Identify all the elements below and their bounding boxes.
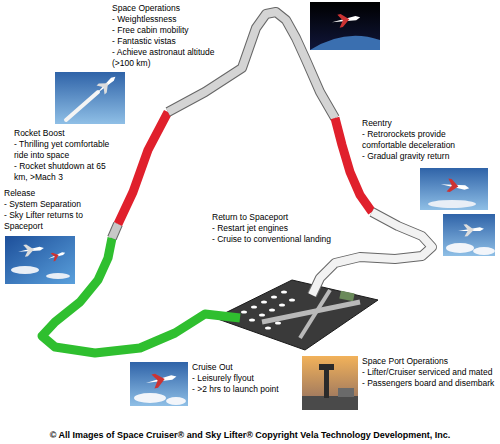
bullet-note: - Restart jet engines xyxy=(212,223,352,234)
sky-lifter xyxy=(17,242,44,258)
ground-strip xyxy=(302,396,358,410)
spacecraft xyxy=(440,178,470,195)
picture-ground xyxy=(310,2,380,50)
parking-spot xyxy=(251,305,257,308)
wing xyxy=(97,79,112,95)
picture-ground xyxy=(55,72,125,124)
spaceport-picture xyxy=(302,356,358,410)
cloud xyxy=(166,397,186,405)
return-path xyxy=(312,212,432,295)
section-heading: Reentry xyxy=(362,118,492,129)
cloud xyxy=(46,273,70,279)
terminal-building xyxy=(338,388,354,397)
spacecraft xyxy=(331,11,361,29)
release-path xyxy=(112,224,118,238)
parking-spot xyxy=(275,321,281,324)
exhaust-trail xyxy=(66,92,98,120)
parking-spot xyxy=(265,326,271,329)
bullet-note: - Cruise to conventional landing xyxy=(212,234,352,245)
picture-ground xyxy=(443,214,495,256)
space-path-outline xyxy=(168,12,335,118)
parking-spot xyxy=(241,310,247,313)
bullet-note: - Leisurely flyout xyxy=(192,373,297,384)
section-heading: Space Operations xyxy=(112,3,234,14)
rocket-boost-path xyxy=(118,112,168,224)
space-picture xyxy=(310,2,380,50)
bullet-note: - Gradual gravity return xyxy=(362,151,492,162)
parking-spot xyxy=(259,313,265,316)
bullet-note: - System Separation xyxy=(4,199,99,210)
cloud xyxy=(134,393,166,403)
bullet-note: - Rocket shutdown at 65 km, >Mach 3 xyxy=(14,161,114,183)
cruise-picture xyxy=(130,362,188,406)
space-path xyxy=(168,12,335,118)
wing xyxy=(51,251,60,261)
parking-spot xyxy=(279,303,285,306)
section-heading: Space Port Operations xyxy=(362,356,495,367)
release-path-outline xyxy=(112,224,118,238)
section-heading: Release xyxy=(4,188,99,199)
cloud xyxy=(446,243,474,253)
cloud xyxy=(428,200,476,208)
section-heading: Cruise Out xyxy=(192,362,297,373)
bullet-note: - Lifter/Cruiser serviced and mated xyxy=(362,367,495,378)
spacecraft xyxy=(92,72,119,98)
picture-ground xyxy=(302,356,358,410)
bullet-note: - Fantastic vistas xyxy=(112,36,234,47)
flight-path xyxy=(42,12,432,353)
control-tower-cab xyxy=(319,364,334,370)
picture-ground xyxy=(5,236,75,284)
wing xyxy=(151,372,166,389)
parking-spot xyxy=(269,308,275,311)
section-heading: Rocket Boost xyxy=(14,128,114,139)
cruise-out-path xyxy=(42,238,240,353)
picture-ground xyxy=(420,168,488,210)
release-picture xyxy=(5,236,75,284)
earth-limb xyxy=(310,36,380,50)
copyright-caption: © All Images of Space Cruiser® and Sky L… xyxy=(0,429,500,441)
wing xyxy=(463,224,474,237)
hangar xyxy=(339,291,354,302)
parking-spot xyxy=(271,295,277,298)
bullet-note: - Sky Lifter returns to Spaceport xyxy=(4,210,99,232)
bullet-note: - Thrilling yet comfortable ride into sp… xyxy=(14,139,114,161)
parking-spots xyxy=(241,290,295,329)
bullet-note: - >2 hrs to launch point xyxy=(192,384,297,395)
return-picture xyxy=(443,214,495,256)
parking-spot xyxy=(289,298,295,301)
cloud xyxy=(473,247,495,255)
runway xyxy=(300,290,330,338)
rocket-picture xyxy=(55,72,125,124)
space-cruiser xyxy=(47,249,67,263)
cloud xyxy=(11,266,39,274)
control-tower xyxy=(324,368,329,398)
wing xyxy=(23,244,35,257)
bullet-note: - Passengers board and disembark xyxy=(362,378,495,389)
parking-spot xyxy=(261,300,267,303)
bullet-note: - Weightlessness xyxy=(112,14,234,25)
section-heading: Return to Spaceport xyxy=(212,212,352,223)
parking-spot xyxy=(249,318,255,321)
bullet-note: - Retrorockets provide comfortable decel… xyxy=(362,129,492,151)
return-path-outline xyxy=(312,212,432,295)
bullet-note: - Free cabin mobility xyxy=(112,25,234,36)
bullet-note: - Achieve astronaut altitude (>100 km) xyxy=(112,47,234,69)
reentry-picture xyxy=(420,168,488,210)
sky-lifter xyxy=(144,369,178,390)
fuselage xyxy=(95,75,117,95)
spacecraft xyxy=(458,223,485,237)
wing xyxy=(337,13,350,28)
wing xyxy=(447,179,460,194)
picture-ground xyxy=(130,362,188,406)
parking-spot xyxy=(281,290,287,293)
